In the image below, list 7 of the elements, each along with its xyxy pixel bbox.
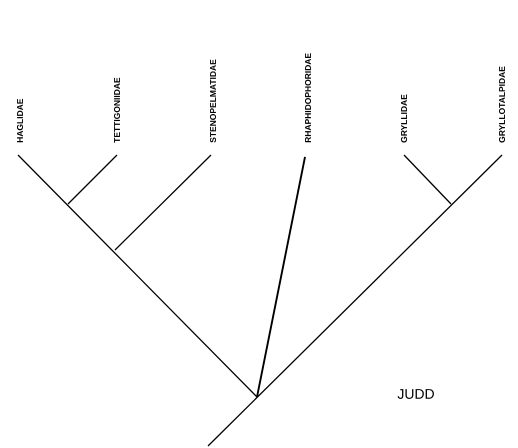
taxon-label: TETTIGONIIDAE (114, 78, 120, 143)
taxon-label: STENOPELMATIDAE (210, 60, 216, 143)
taxon-label: GRYLLOTALPIDAE (499, 66, 505, 142)
author-label: JUDD (398, 389, 434, 399)
taxon-label: HAGLIDAE (17, 98, 23, 142)
taxon-label: GRYLLIDAE (401, 94, 407, 142)
taxon-label: RHAPHIDOPHORIDAE (305, 53, 311, 142)
